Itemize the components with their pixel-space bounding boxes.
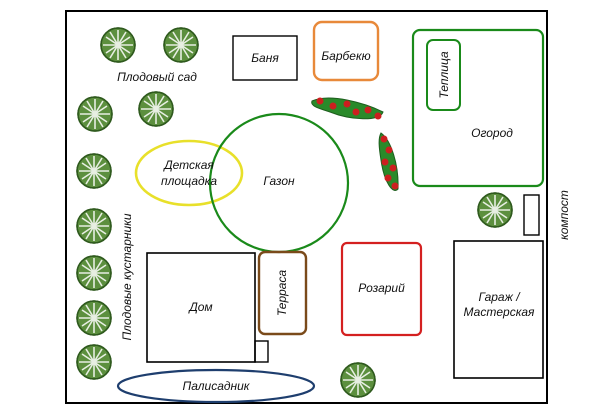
tree-icon	[76, 344, 112, 380]
rose-bush-icon	[378, 132, 399, 191]
rose-bush-icon	[311, 97, 384, 120]
front-garden-zone	[116, 368, 316, 404]
playground-zone	[134, 139, 244, 207]
house-porch	[254, 340, 269, 363]
bbq-zone	[312, 20, 380, 82]
tree-icon	[163, 27, 199, 63]
house-label: Дом	[189, 300, 213, 314]
rosarium-zone	[340, 241, 423, 337]
terrace-label: Терраса	[275, 269, 289, 317]
plot-border	[65, 10, 548, 404]
greenhouse-zone	[426, 39, 461, 111]
tree-icon	[138, 91, 174, 127]
tree-icon	[340, 362, 376, 398]
rosarium-label: Розарий	[358, 281, 405, 295]
compost-label: компост	[557, 190, 571, 240]
vegetable-garden-label: Огород	[471, 126, 513, 140]
tree-icon	[77, 96, 113, 132]
tree-icon	[76, 255, 112, 291]
greenhouse-label: Теплица	[437, 51, 451, 99]
garage-label-line1: Гараж /	[478, 290, 520, 304]
tree-icon	[76, 153, 112, 189]
lawn-label: Газон	[263, 174, 295, 188]
compost-zone	[523, 194, 540, 236]
garage-zone	[453, 240, 544, 379]
orchard-label: Плодовый сад	[117, 70, 197, 84]
fruit-shrubs-label: Плодовые кустарники	[120, 213, 134, 341]
tree-icon	[76, 300, 112, 336]
playground-label-line1: Детская	[164, 158, 214, 172]
tree-icon	[477, 192, 513, 228]
garage-label-line2: Мастерская	[463, 305, 535, 319]
bathhouse-label: Баня	[251, 51, 279, 65]
vegetable-garden-zone	[411, 28, 545, 188]
tree-icon	[100, 27, 136, 63]
bathhouse-zone	[232, 35, 298, 81]
house-zone	[146, 252, 256, 363]
terrace-zone	[257, 250, 308, 336]
bbq-label: Барбекю	[321, 49, 371, 63]
tree-icon	[76, 208, 112, 244]
playground-label-line2: площадка	[160, 174, 218, 188]
front-garden-label: Палисадник	[182, 379, 250, 393]
